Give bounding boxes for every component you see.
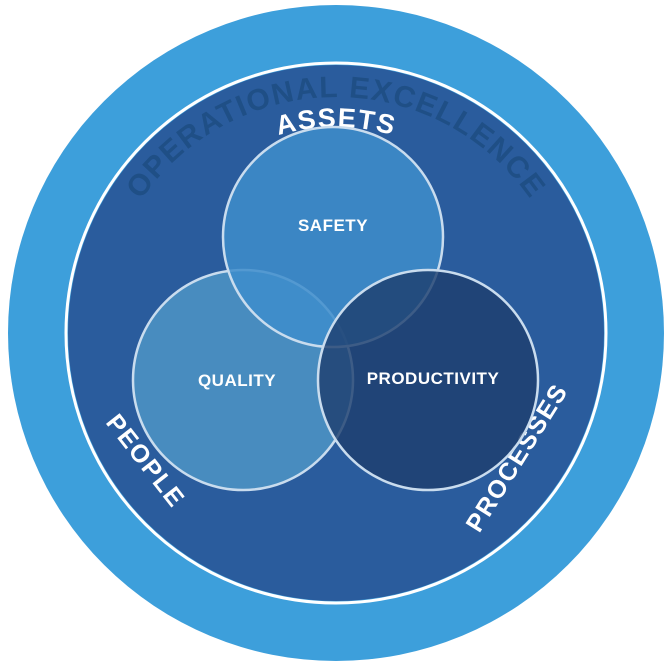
productivity-label: PRODUCTIVITY: [367, 369, 500, 388]
productivity-circle: [316, 268, 540, 492]
safety-label: SAFETY: [298, 216, 368, 235]
quality-label: QUALITY: [198, 371, 276, 390]
venn-circles: [131, 125, 540, 492]
ring-divider: [64, 61, 608, 605]
